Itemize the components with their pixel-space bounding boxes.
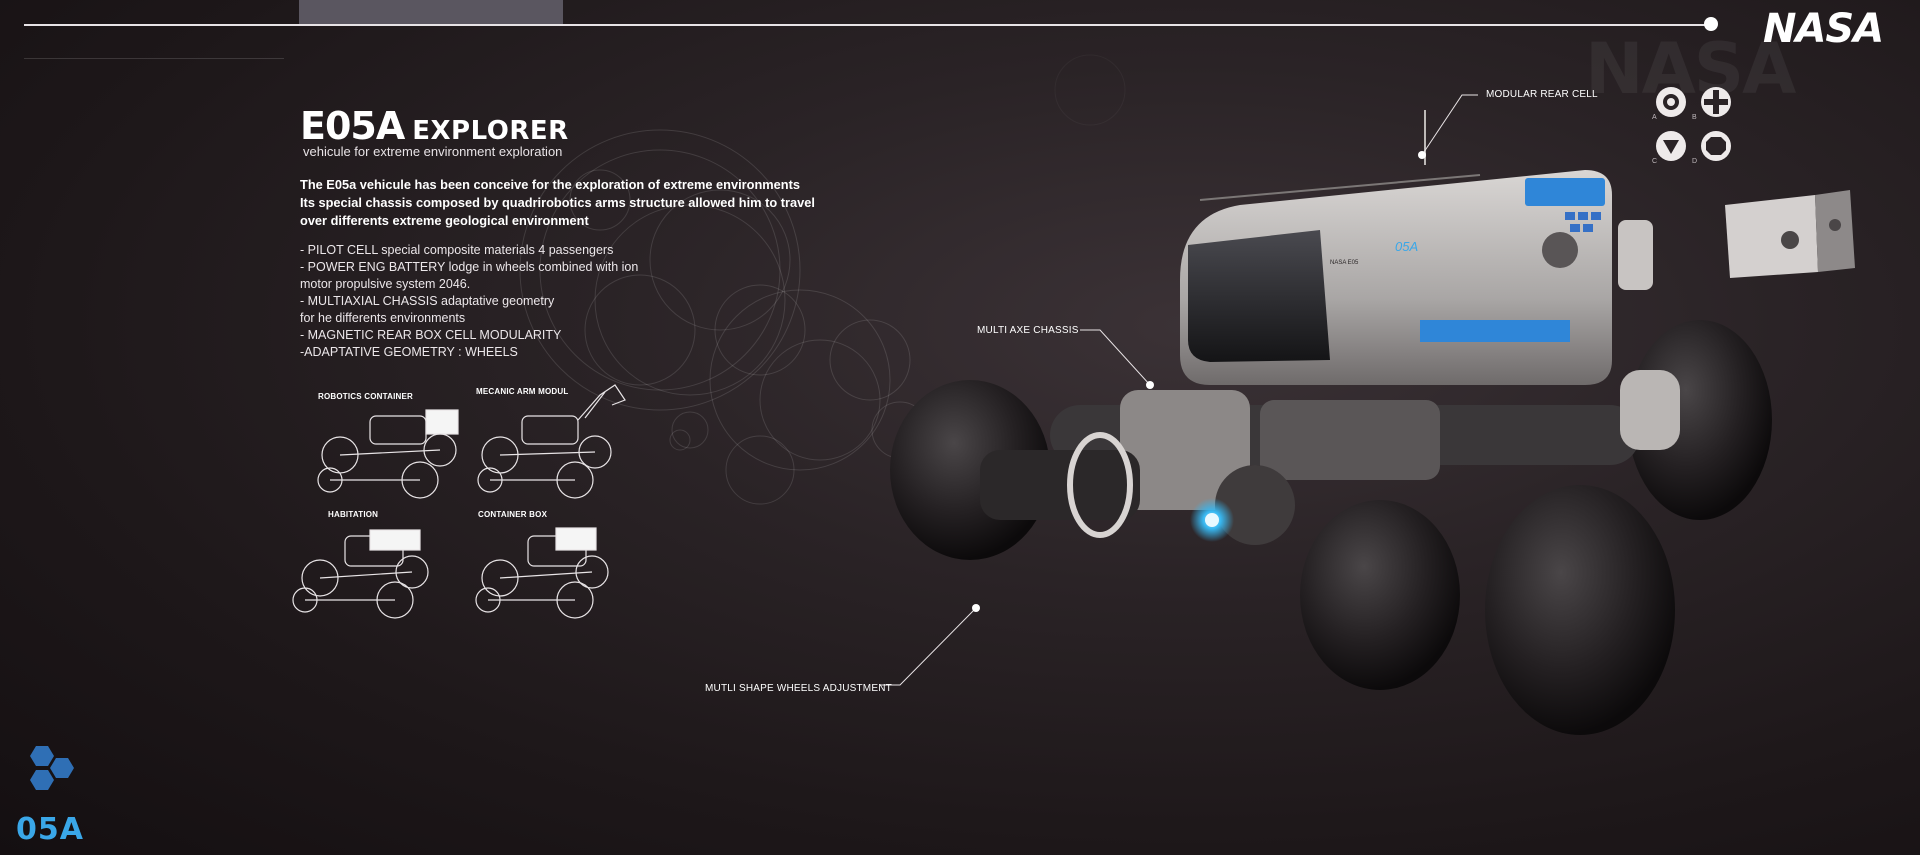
feature-item: - POWER ENG BATTERY lodge in wheels comb… [300,260,639,274]
progress-track[interactable] [24,24,1710,26]
down-arrow-button-icon[interactable] [1655,130,1687,162]
vehicle-badge: 05A [1395,239,1418,254]
rear-right-wheel [1628,320,1772,520]
control-letter: B [1692,114,1697,121]
callout-line-chassis [1080,329,1151,386]
description-line: Its special chassis composed by quadriro… [300,195,815,210]
control-letter: C [1652,158,1658,165]
description-line: The E05a vehicule has been conceive for … [300,177,800,192]
callout-chassis: MULTI AXE CHASSIS [977,325,1079,336]
octagon-button-icon[interactable] [1700,130,1732,162]
divider-line [24,58,284,59]
nasa-logo: NASA [1763,6,1884,52]
feature-item: -ADAPTATIVE GEOMETRY : WHEELS [300,345,518,359]
description-line: over differents extreme geological envir… [300,213,589,228]
corner-mark: 05A [16,812,84,847]
hexagon-logo-icon [30,746,74,790]
feature-item: motor propulsive system 2046. [300,277,471,291]
title-code: E05A [300,104,405,148]
mini-rover-container-box [475,527,609,619]
config-label-container-box: CONTAINER BOX [478,510,548,519]
description-block: The E05a vehicule has been conceive for … [300,176,840,230]
blue-panel-top [1525,178,1605,206]
tech-circles [519,54,1126,505]
vehicle-badge-small: NASA E05 [1330,260,1359,266]
config-label-mecanic-arm: MECANIC ARM MODUL [476,387,569,396]
feature-item: - PILOT CELL special composite materials… [300,243,614,257]
feature-item: - MULTIAXIAL CHASSIS adaptative geometry [300,294,555,308]
rover-render [890,110,1772,735]
floating-container-box [1725,190,1855,278]
page-subtitle: vehicule for extreme environment explora… [303,144,563,159]
cabin-window [1188,230,1330,362]
title-name: EXPLORER [412,116,569,146]
feature-item: - MAGNETIC REAR BOX CELL MODULARITY [300,328,562,342]
progress-tab[interactable] [299,0,563,24]
callout-line-rear-cell [1421,94,1478,156]
callout-line-wheels [880,607,977,686]
callout-wheels: MUTLI SHAPE WHEELS ADJUSTMENT [705,683,892,694]
cross-button-icon[interactable] [1700,86,1732,118]
mid-wheel [1300,500,1460,690]
rear-left-wheel [1485,485,1675,735]
config-label-robotics: ROBOTICS CONTAINER [318,392,414,401]
callout-rear-cell: MODULAR REAR CELL [1486,89,1598,100]
feature-list: - PILOT CELL special composite materials… [300,242,700,361]
mini-rover-habitation [292,529,429,619]
progress-knob[interactable] [1704,17,1718,31]
nasa-watermark: NASA [1585,28,1796,110]
control-letter: A [1652,114,1657,121]
control-letter: D [1692,158,1698,165]
feature-item: for he differents environments [300,311,466,325]
mini-rover-mecanic-arm [477,384,626,499]
blue-panel-bottom [1420,320,1570,342]
mini-rover-robotics [317,409,459,499]
ring-button-icon[interactable] [1655,86,1687,118]
config-label-habitation: HABITATION [328,510,379,519]
